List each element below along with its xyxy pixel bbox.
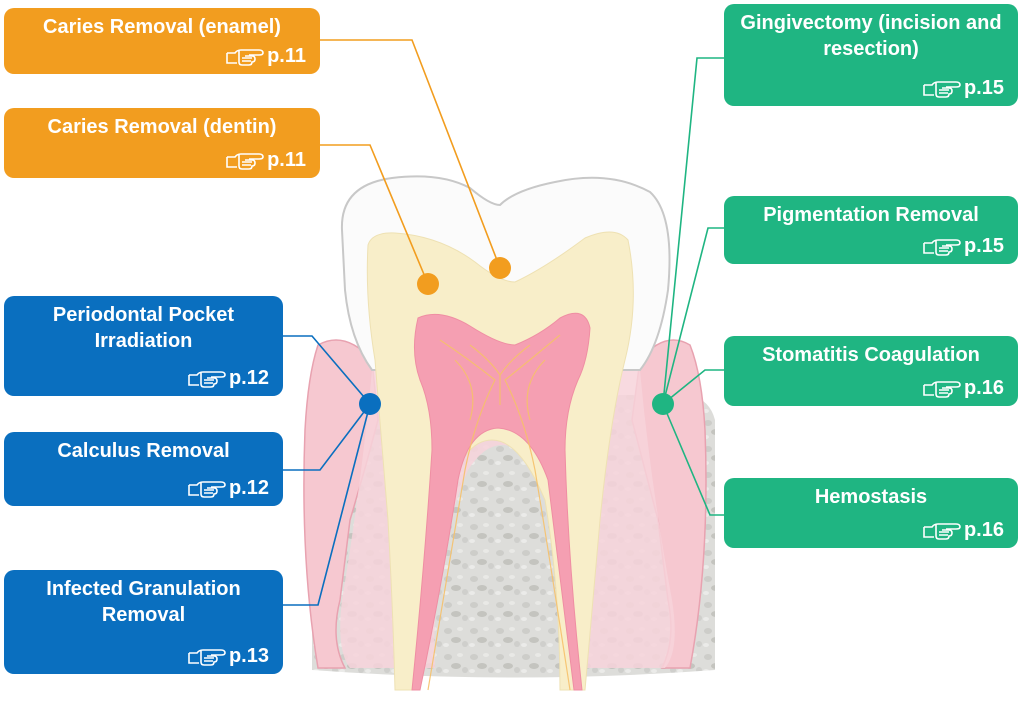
page-number: p.15 [964,76,1004,100]
dot-periodontal [359,393,381,415]
label-granulation[interactable]: Infected Granulation Removal p.13 [4,570,283,674]
label-title: Periodontal Pocket Irradiation [16,302,271,354]
page-reference[interactable]: p.15 [922,234,1004,258]
page-reference[interactable]: p.11 [225,148,306,172]
page-reference[interactable]: p.16 [922,376,1004,400]
dot-enamel [489,257,511,279]
pointing-hand-icon [225,45,265,67]
page-reference[interactable]: p.12 [187,476,269,500]
label-pigmentation[interactable]: Pigmentation Removal p.15 [724,196,1018,264]
page-number: p.15 [964,234,1004,258]
label-title: Caries Removal (enamel) [16,14,308,40]
label-title: Infected Granulation Removal [16,576,271,628]
label-stomatitis[interactable]: Stomatitis Coagulation p.16 [724,336,1018,406]
label-caries-dentin[interactable]: Caries Removal (dentin) p.11 [4,108,320,178]
page-number: p.11 [267,148,306,172]
page-number: p.16 [964,376,1004,400]
page-reference[interactable]: p.13 [187,644,269,668]
label-caries-enamel[interactable]: Caries Removal (enamel) p.11 [4,8,320,74]
page-number: p.13 [229,644,269,668]
page-number: p.16 [964,518,1004,542]
pointing-hand-icon [922,377,962,399]
label-title: Pigmentation Removal [736,202,1006,228]
label-hemostasis[interactable]: Hemostasis p.16 [724,478,1018,548]
page-reference[interactable]: p.11 [225,44,306,68]
page-reference[interactable]: p.16 [922,518,1004,542]
label-gingivectomy[interactable]: Gingivectomy (incision and resection) p.… [724,4,1018,106]
pointing-hand-icon [922,77,962,99]
page-number: p.12 [229,366,269,390]
dot-gingiva [652,393,674,415]
label-title: Caries Removal (dentin) [16,114,308,140]
page-number: p.11 [267,44,306,68]
label-title: Stomatitis Coagulation [736,342,1006,368]
label-calculus[interactable]: Calculus Removal p.12 [4,432,283,506]
label-perio-pocket[interactable]: Periodontal Pocket Irradiation p.12 [4,296,283,396]
pointing-hand-icon [187,367,227,389]
pointing-hand-icon [922,519,962,541]
page-reference[interactable]: p.15 [922,76,1004,100]
pointing-hand-icon [922,235,962,257]
page-reference[interactable]: p.12 [187,366,269,390]
pointing-hand-icon [225,149,265,171]
pointing-hand-icon [187,645,227,667]
label-title: Hemostasis [736,484,1006,510]
dot-dentin [417,273,439,295]
page-number: p.12 [229,476,269,500]
pointing-hand-icon [187,477,227,499]
label-title: Gingivectomy (incision and resection) [736,10,1006,62]
label-title: Calculus Removal [16,438,271,464]
